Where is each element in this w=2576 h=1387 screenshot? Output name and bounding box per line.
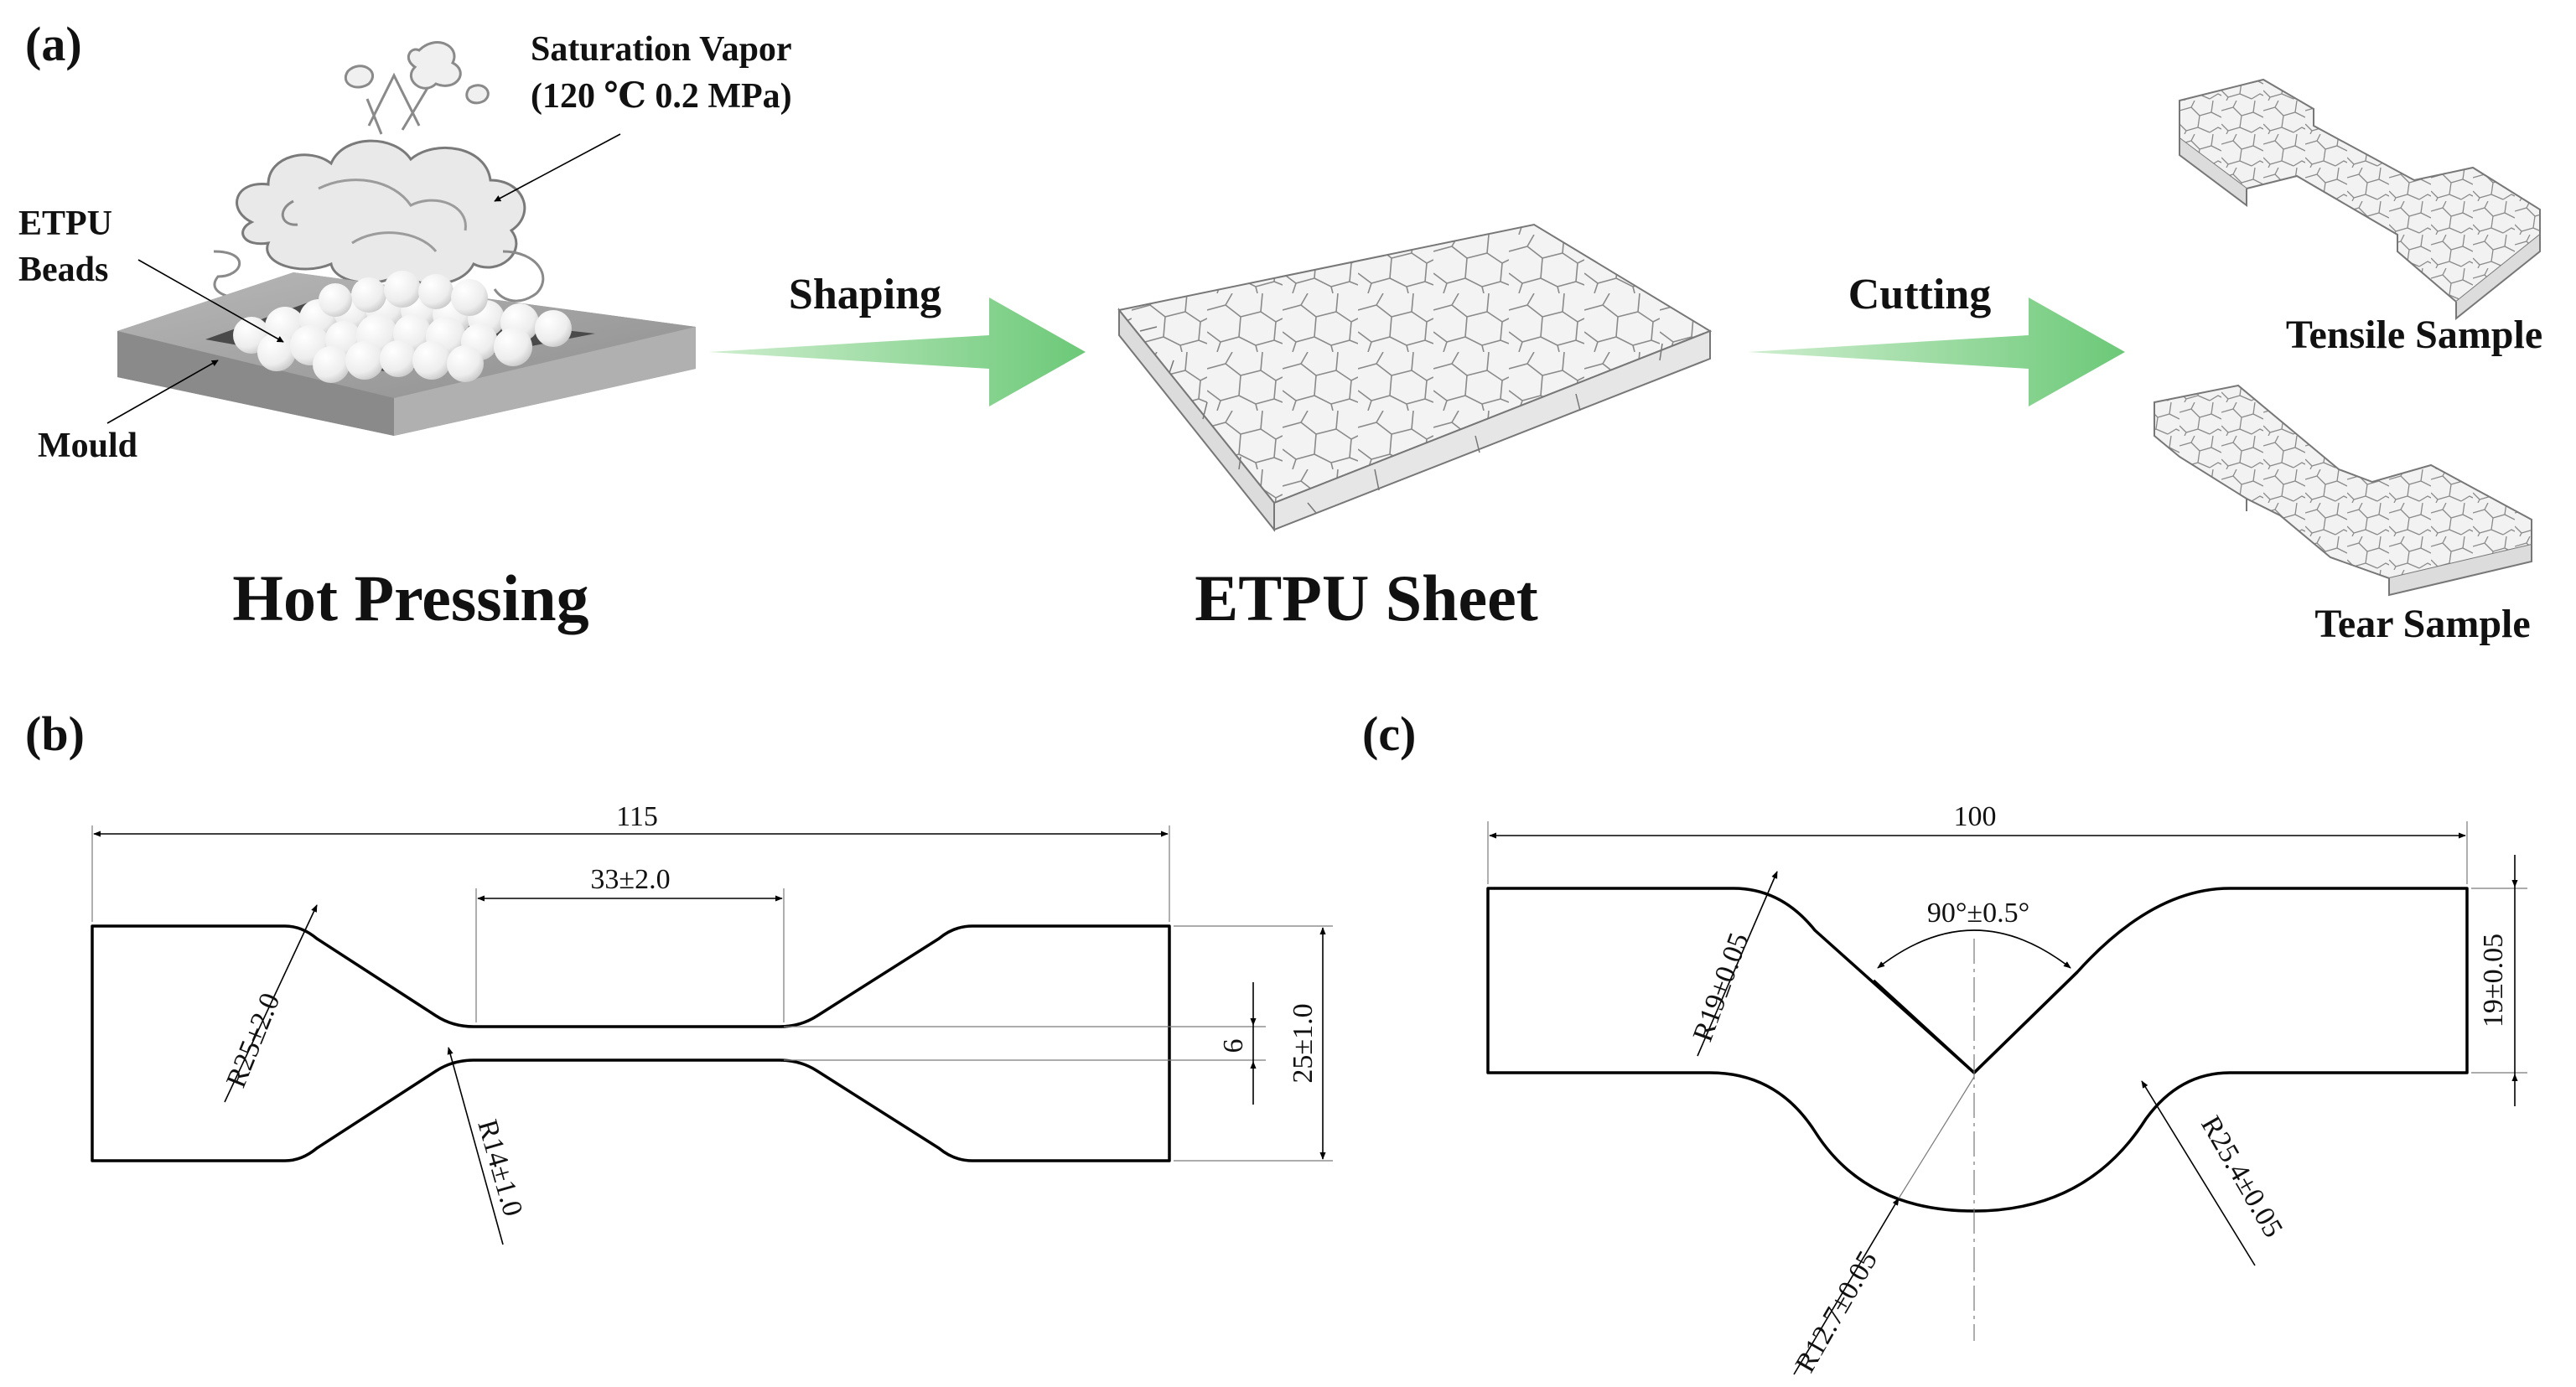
beads-label-line2: Beads: [18, 251, 108, 289]
shaping-arrow-icon: [708, 298, 1086, 406]
etpu-sheet-title: ETPU Sheet: [1195, 562, 1538, 634]
b-outer-radius: R25±2.0: [220, 989, 286, 1092]
tear-sample-icon: [2154, 384, 2532, 597]
beads-pointer-arrow: [137, 259, 284, 343]
b-narrow-width: 6: [1218, 1039, 1249, 1053]
tear-specimen-drawing: [1486, 821, 2527, 1375]
steam-label-line2: (120 ℃ 0.2 MPa): [531, 77, 792, 116]
b-overall-length: 115: [616, 801, 658, 832]
b-gauge-length: 33±2.0: [590, 864, 670, 895]
b-inner-radius: R14±1.0: [471, 1116, 528, 1219]
hot-pressing-title: Hot Pressing: [232, 562, 588, 634]
steam-cloud-icon: [213, 41, 545, 303]
c-upper-radius: R19±0.05: [1687, 929, 1755, 1045]
tensile-sample-icon: [2179, 78, 2541, 321]
mould-label: Mould: [38, 427, 137, 465]
panel-c-label: (c): [1362, 706, 1416, 761]
panel-a-label: (a): [25, 17, 82, 71]
cutting-arrow-icon: [1748, 298, 2125, 406]
beads-label-line1: ETPU: [18, 204, 112, 243]
tensile-specimen-drawing: [91, 825, 1333, 1245]
tensile-label: Tensile Sample: [2286, 313, 2542, 357]
cutting-label: Cutting: [1848, 271, 1991, 318]
c-width: 19±0.05: [2478, 934, 2509, 1027]
c-angle: 90°±0.5°: [1927, 898, 2029, 929]
tear-label: Tear Sample: [2314, 602, 2530, 646]
c-overall-length: 100: [1954, 801, 1997, 832]
etpu-sheet-icon: [1117, 223, 1713, 532]
steam-label-line1: Saturation Vapor: [531, 30, 792, 69]
c-lower-radius-center: R12.7±0.05: [1790, 1246, 1884, 1378]
shaping-label: Shaping: [789, 271, 941, 318]
c-lower-radius-right: R25.4±0.05: [2195, 1111, 2288, 1243]
panel-b-label: (b): [25, 706, 85, 761]
mould-pointer-arrow: [106, 360, 219, 424]
etpu-beads-icon: [233, 271, 572, 383]
b-end-width: 25±1.0: [1288, 1003, 1319, 1083]
steam-pointer-arrow: [494, 133, 621, 202]
